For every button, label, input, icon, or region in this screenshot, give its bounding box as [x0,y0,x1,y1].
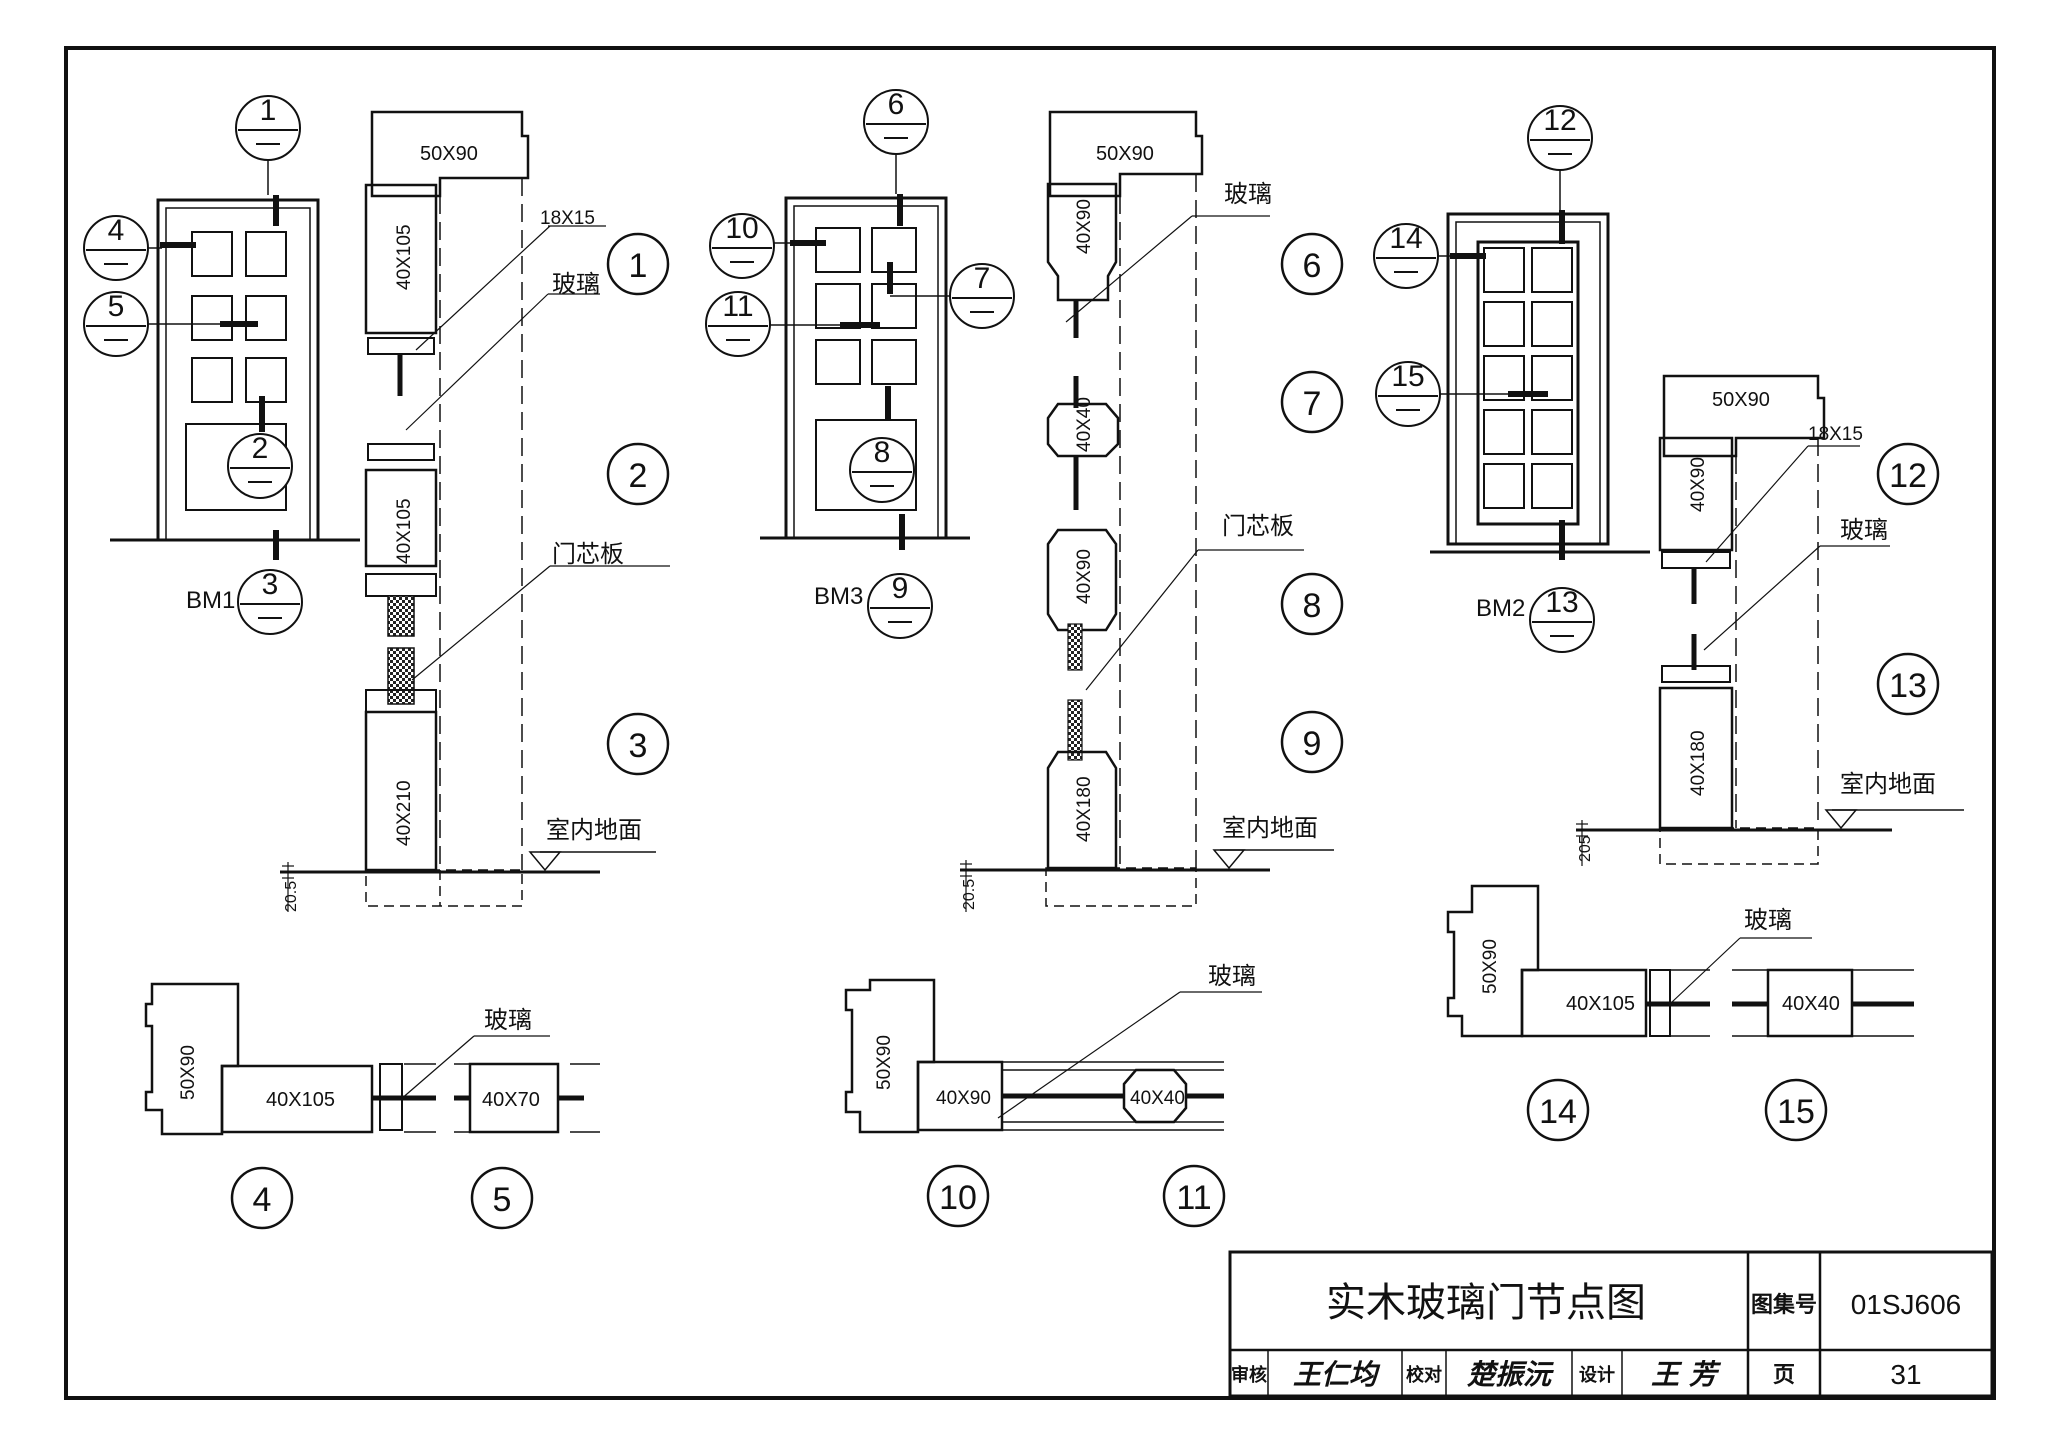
p2-glass-label: 玻璃 [1208,963,1256,990]
drawing-title: 实木玻璃门节点图 [1326,1280,1646,1326]
p1-frame-dim: 50X90 [178,1045,199,1100]
detail-ref-3: 3 [629,727,648,765]
s2-glass-label: 玻璃 [1224,181,1272,208]
cut-marker-6: 6 [888,88,905,121]
s2-floor-label: 室内地面 [1222,815,1318,842]
detail-ref-13: 13 [1889,667,1927,705]
detail-ref-12: 12 [1889,457,1927,495]
title-block [1228,1250,1994,1398]
door-label-bm3: BM3 [814,583,863,610]
cut-marker-1: 1 [260,94,277,127]
cut-marker-2: 2 [252,432,269,465]
door-elevation-bm3 [760,155,970,550]
sheet-border [64,46,1996,1400]
door-elevation-bm2 [1430,164,1650,560]
cut-marker-10: 10 [725,212,758,245]
detail-reference-circles [230,232,1940,1230]
detail-ref-15: 15 [1777,1093,1815,1131]
cut-marker-8: 8 [874,436,891,469]
vertical-section-bm3 [960,110,1334,912]
p3-stile-dim: 40X105 [1566,993,1635,1015]
p3-frame-dim: 50X90 [1480,939,1501,994]
check-label: 校对 [1406,1364,1442,1386]
detail-ref-14: 14 [1539,1093,1577,1131]
design-signature: 王 芳 [1651,1358,1722,1391]
atlas-number-label: 图集号 [1751,1292,1817,1318]
s2-frame-dim: 50X90 [1096,143,1154,165]
detail-ref-2: 2 [629,457,648,495]
cut-marker-13: 13 [1545,586,1578,619]
s1-floor-label: 室内地面 [546,817,642,844]
vertical-section-bm2 [1576,374,1964,866]
s2-bottom-rail-dim: 40X180 [1074,776,1095,842]
p1-glass-label: 玻璃 [484,1007,532,1034]
plan-detail-4-5 [144,982,600,1136]
s2-panel-label: 门芯板 [1222,513,1294,540]
s3-floor-label: 室内地面 [1840,771,1936,798]
atlas-number: 01SJ606 [1851,1289,1962,1320]
s1-bottom-rail-dim: 40X210 [394,780,415,846]
door-label-bm2: BM2 [1476,595,1525,622]
design-label: 设计 [1579,1364,1615,1386]
cut-marker-14: 14 [1389,222,1422,255]
s3-gap-dim: 205 [1577,835,1594,862]
s1-gap-dim: 20.5 [283,881,300,912]
s3-glass-label: 玻璃 [1840,517,1888,544]
door-label-bm1: BM1 [186,587,235,614]
s1-glass-label: 玻璃 [552,271,600,298]
detail-ref-7: 7 [1303,385,1322,423]
p1-muntin-dim: 40X70 [482,1089,540,1111]
plan-detail-10-11 [844,978,1262,1134]
detail-ref-11: 11 [1176,1179,1211,1217]
s2-mid-rail-dim: 40X90 [1074,549,1095,604]
p2-frame-dim: 50X90 [874,1035,895,1090]
s3-top-rail-dim: 40X90 [1688,457,1709,512]
s2-gap-dim: 20.5 [961,879,978,910]
detail-ref-6: 6 [1303,247,1322,285]
p1-stile-dim: 40X105 [266,1089,335,1111]
s3-frame-dim: 50X90 [1712,389,1770,411]
cut-marker-15: 15 [1391,360,1424,393]
cut-marker-4: 4 [108,214,125,247]
p2-stile-dim: 40X90 [936,1088,991,1109]
cut-marker-5: 5 [108,290,125,323]
s1-glass-bead-dim: 18X15 [540,208,595,229]
cut-marker-11: 11 [722,290,753,323]
detail-ref-9: 9 [1303,725,1322,763]
p3-muntin-dim: 40X40 [1782,993,1840,1015]
door-elevation-bm1 [110,160,360,560]
review-label: 审核 [1231,1364,1267,1386]
detail-ref-5: 5 [493,1181,512,1219]
s1-frame-dim: 50X90 [420,143,478,165]
s3-bottom-rail-dim: 40X180 [1688,730,1709,796]
s3-glass-bead-dim: 18X15 [1808,424,1863,445]
cut-marker-12: 12 [1543,104,1576,137]
page-number: 31 [1890,1359,1921,1390]
plan-detail-14-15 [1446,884,1914,1038]
s1-top-rail-dim: 40X105 [394,224,415,290]
p3-glass-label: 玻璃 [1744,907,1792,934]
detail-ref-10: 10 [939,1179,977,1217]
cut-marker-9: 9 [892,572,909,605]
section-cut-markers [83,89,1595,653]
s1-panel-label: 门芯板 [552,541,624,568]
vertical-section-bm1 [280,110,670,912]
cut-marker-3: 3 [262,568,279,601]
detail-ref-8: 8 [1303,587,1322,625]
s2-top-rail-dim: 40X90 [1074,199,1095,254]
s1-mid-rail-dim: 40X105 [394,498,415,564]
p2-muntin-dim: 40X40 [1130,1088,1185,1109]
detail-ref-4: 4 [253,1181,272,1219]
page-label: 页 [1773,1363,1795,1388]
detail-ref-1: 1 [629,247,648,285]
review-signature: 王仁均 [1293,1358,1381,1391]
s2-muntin-dim: 40X40 [1074,397,1095,452]
check-signature: 楚振沅 [1467,1358,1554,1391]
cut-marker-7: 7 [974,262,991,295]
